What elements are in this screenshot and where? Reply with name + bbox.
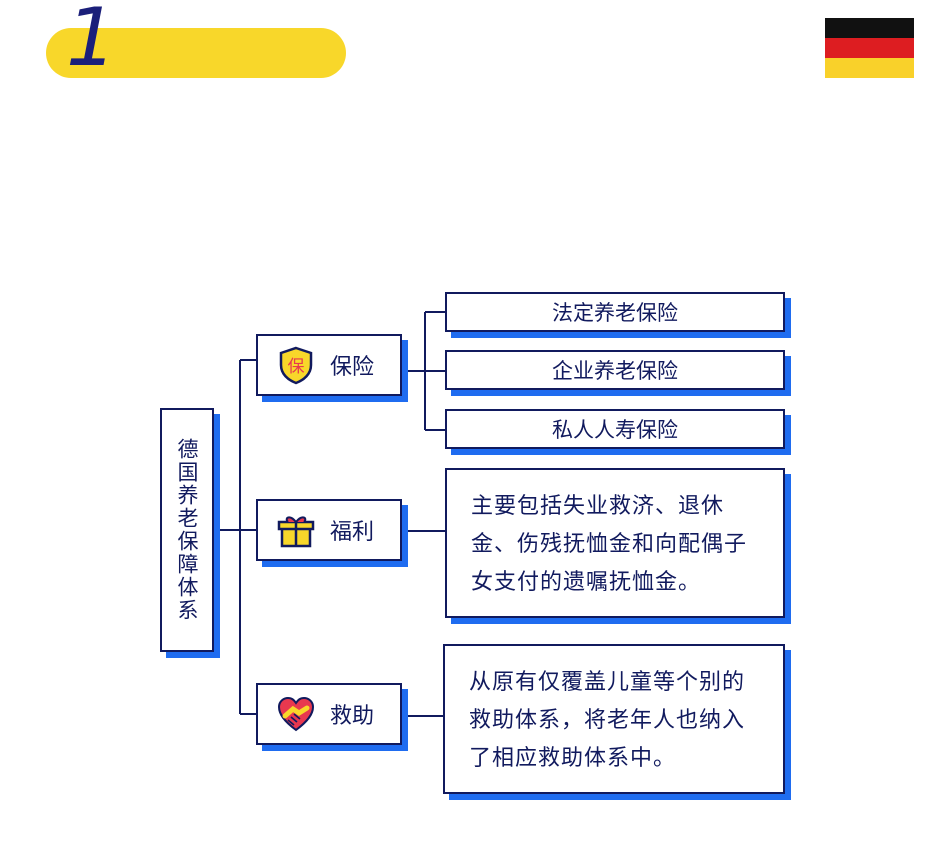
category-insurance: 保 保险 — [256, 334, 402, 396]
gift-icon — [277, 516, 315, 548]
heart-handshake-icon — [277, 696, 315, 732]
welfare-description: 主要包括失业救济、退休金、伤残抚恤金和向配偶子女支付的遗嘱抚恤金。 — [445, 468, 785, 618]
category-assistance: 救助 — [256, 683, 402, 745]
category-label: 保险 — [330, 355, 375, 380]
insurance-item: 企业养老保险 — [445, 350, 785, 390]
insurance-item-label: 私人人寿保险 — [552, 418, 678, 442]
germany-flag-icon — [825, 18, 914, 78]
assistance-description: 从原有仅覆盖儿童等个别的救助体系，将老年人也纳入了相应救助体系中。 — [443, 644, 785, 794]
insurance-item-label: 企业养老保险 — [552, 359, 678, 383]
category-label: 救助 — [330, 704, 375, 729]
insurance-item: 法定养老保险 — [445, 292, 785, 332]
title-pill — [46, 28, 346, 78]
category-label: 福利 — [330, 520, 375, 545]
assistance-text: 从原有仅覆盖儿童等个别的救助体系，将老年人也纳入了相应救助体系中。 — [469, 670, 746, 771]
insurance-item-label: 法定养老保险 — [552, 301, 678, 325]
root-label: 德国养老保障体系 — [175, 438, 199, 622]
root-node: 德国养老保障体系 — [160, 408, 214, 652]
section-number: 1 — [66, 0, 117, 84]
shield-icon: 保 — [279, 346, 313, 385]
category-welfare: 福利 — [256, 499, 402, 561]
insurance-item: 私人人寿保险 — [445, 409, 785, 449]
welfare-text: 主要包括失业救济、退休金、伤残抚恤金和向配偶子女支付的遗嘱抚恤金。 — [471, 494, 748, 595]
shield-icon-text: 保 — [288, 357, 305, 377]
